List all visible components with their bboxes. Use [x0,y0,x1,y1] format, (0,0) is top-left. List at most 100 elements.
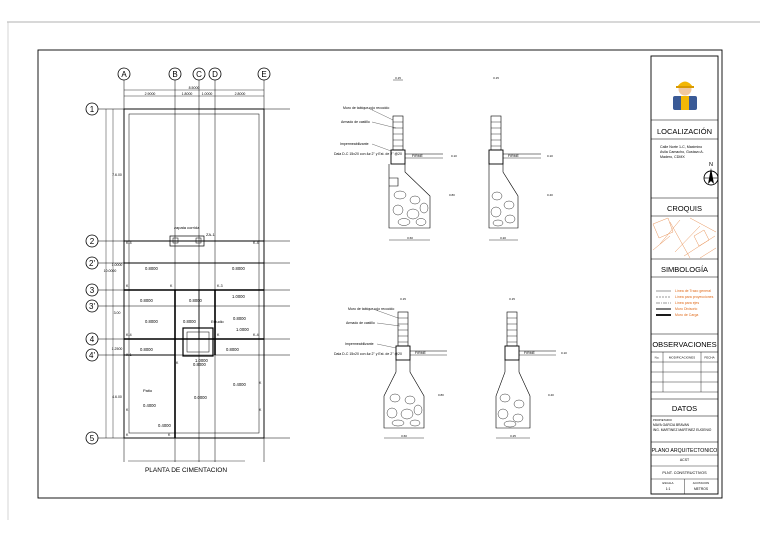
axis-c: C [192,67,206,462]
croquis-heading: CROQUIS [667,204,702,213]
north-arrow-icon: N [703,162,719,186]
observaciones-heading: OBSERVACIONES [652,340,716,349]
owner-line: ING. MARTINEZ MARTINEZ EUGENIO [653,428,712,432]
foundation-outline [123,108,265,439]
imper-label: Impermeabilizante [345,342,374,346]
dim-left-4: 1.2500 [112,347,123,351]
axis-2-label: 2 [90,237,95,246]
section-dim: 0.15 [395,76,401,80]
zapata-label: zapata corrida [174,225,200,230]
foundation-plan: A B C D E [85,67,290,474]
row-axes: 1 2 2' 3 3' 4 4' 5 [85,102,290,445]
plano-code: ACST [680,458,690,462]
simbologia-heading: SIMBOLOGÍA [661,265,708,274]
escala-value: 1:1 [666,487,671,491]
section-dim: 0.80 [449,193,455,197]
section-detail: FIRME 0.20 0.15 0.10 0.40 [488,76,553,241]
engineer-icon [673,81,697,110]
foundation-sections: FIRME 0.60 0.15 0.10 0.80 Muro de tabiqu… [334,76,567,439]
inner-dimensions: 0.8000 0.8000 0.8000 0.8000 1.0000 0.800… [140,266,249,428]
zapata-tag: ZA-1 [206,232,215,237]
firme-label: FIRME [412,154,424,158]
k-tag: K [126,284,129,288]
dim-top-3: 1.0000 [202,92,213,96]
north-label: N [709,162,713,168]
inner-dim: 0.8000 [189,298,202,303]
dim-top-2: 1.8000 [182,92,193,96]
escala-label: ESCALA [662,481,673,485]
plano-title: PLANO ARQUITECTONICO [652,448,718,454]
section-dim: 0.15 [509,297,515,301]
inner-dim: 0.8000 [140,298,153,303]
axis-e-label: E [261,70,266,79]
title-block: LOCALIZACIÓN Calle Norte 1-C, Maximino A… [650,55,719,495]
axis-4-label: 4 [90,335,95,344]
column-axes: A B C D E [117,67,271,462]
legend-item: Línea para ejes [675,301,699,305]
dim-left-6: 4.6.00 [112,395,122,399]
k-tag: K [217,333,220,337]
inner-dim: 1.0000 [195,358,208,363]
section-detail: FIRME 0.25 0.15 0.10 0.40 [495,297,567,439]
room-estudio: Estudio [211,320,224,324]
obs-header: FECHA [704,356,714,360]
axis-d: D [208,67,222,462]
plano-sub: PLNT. CONSTRUCTIVOS [662,471,707,475]
firme-label: FIRME [524,351,536,355]
left-dimensions: 7.6.00 10.0000 3.00 1.2500 1.0000 4.6.00 [104,109,123,438]
firme-label: FIRME [508,154,520,158]
axis-2p-label: 2' [89,259,95,268]
inner-dim: 0.8000 [145,319,158,324]
dim-left-2: 10.0000 [104,269,117,273]
room-patio: Patio [143,388,153,393]
dala-label: Dala D-C 15x20 con 4ø 2" y Est. de 2" @2… [334,352,402,356]
dim-left-1: 7.6.00 [112,173,122,177]
k-tag: K-4 [126,333,132,337]
section-detail: FIRME 0.60 0.15 0.10 0.80 Muro de tabiqu… [334,76,457,241]
armado-label: Armado de castillo [346,321,375,325]
section-detail: FIRME 0.60 0.15 0.80 Muro de tabique roj… [334,297,447,439]
section-dim: 0.40 [548,393,554,397]
armado-label: Armado de castillo [341,120,370,124]
legend-item: Muro de Carga [675,313,698,317]
k-tag: K [259,381,262,385]
address-text: Calle Norte 1-C, Maximino Avila Camacho,… [660,145,705,159]
section-dim: 0.15 [400,297,406,301]
k-tag: K-4 [253,241,259,245]
inner-dim: 1.0000 [236,327,249,332]
dim-top-4: 2.8000 [235,92,246,96]
axis-3-label: 3 [90,286,95,295]
inner-dim: 0.4000 [143,403,156,408]
dim-left-3: 3.00 [114,311,121,315]
axis-3p-label: 3' [89,302,95,311]
section-dim: 0.60 [401,434,407,438]
top-dimensions: 8.5000 2.9000 1.8000 1.0000 2.8000 [124,86,264,97]
propietario-label: PROPIETARIO [653,418,673,422]
inner-dim: 0.8000 [232,266,245,271]
localizacion-heading: LOCALIZACIÓN [657,127,712,136]
imper-label: Impermeabilizante [340,142,369,146]
legend: Línea de Trazo general Línea para proyec… [656,289,714,317]
acot-label: ACOTACION [693,481,709,485]
axis-3p: 3' [85,299,290,313]
croquis-map [652,217,717,259]
obs-header: No. [655,356,660,360]
axis-5-label: 5 [90,434,95,443]
k-tag: K [168,433,171,437]
plan-title: PLANTA DE CIMENTACION [145,467,227,474]
legend-item: Línea para proyecciones [675,295,714,299]
inner-dim: 0.4000 [233,382,246,387]
axis-a-label: A [121,70,127,79]
datos-heading: DATOS [672,404,697,413]
dala-label: Dala D-C 15x20 con 4ø 2" y Est. de 2" @2… [334,152,402,156]
muro-label: Muro de tabique rojo recocido [343,106,389,110]
inner-dim: 0.8000 [233,316,246,321]
k-tag: K [259,408,262,412]
acot-value: METROS [694,487,709,491]
section-dim: 0.10 [547,154,553,158]
k-tag: K-4 [126,241,132,245]
axis-d-label: D [212,70,218,79]
inner-dim: 1.0000 [232,294,245,299]
inner-dim: 0.4000 [158,423,171,428]
